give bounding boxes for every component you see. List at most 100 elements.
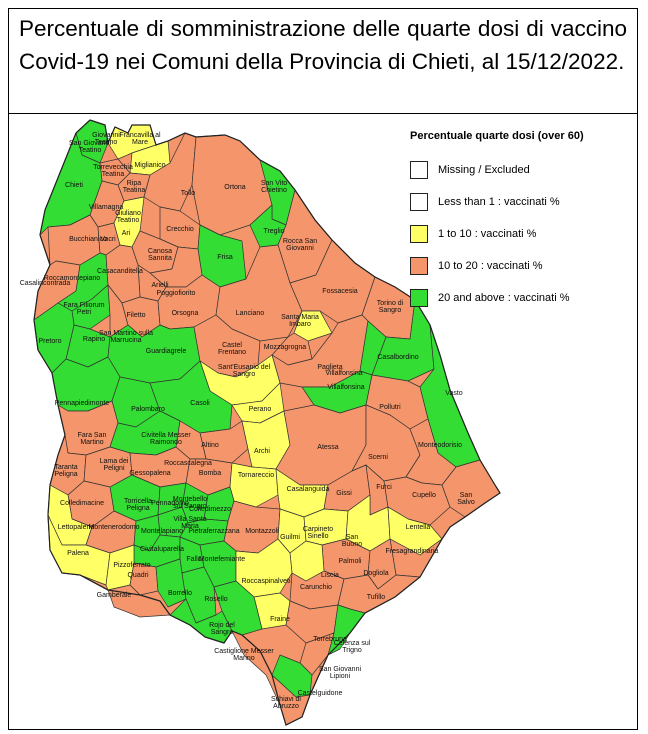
map-label-sangro: Sangro (379, 307, 402, 314)
map-label-rojo-del: Rojo del (209, 622, 235, 629)
map-label-bucchianico: Bucchianico (69, 236, 107, 243)
map-label-sangro: Sangro (211, 629, 234, 636)
map-label-cupello: Cupello (412, 492, 436, 499)
map-label-colledimezzo: Colledimezzo (189, 506, 231, 513)
map-label-lama-dei: Lama dei (100, 458, 129, 465)
map-label-guardiagrele: Guardiagrele (146, 348, 187, 355)
legend-label-less-than-1: Less than 1 : vaccinati % (438, 196, 560, 208)
map-label-villa-santa: Villa Santa (173, 516, 206, 523)
map-label-raimondo: Raimondo (150, 439, 182, 446)
legend-label-missing: Missing / Excluded (438, 164, 530, 176)
map-label-pollutri: Pollutri (379, 404, 401, 411)
map-label-orsogna: Orsogna (172, 310, 199, 317)
map-label-chieti: Chieti (65, 182, 83, 189)
map-label-castelguidone: Castelguidone (298, 690, 343, 697)
map-label-altino: Altino (201, 442, 219, 449)
map-label-san: San (346, 534, 359, 541)
map-label-sinello: Sinello (307, 533, 328, 540)
legend-swatch-20-and-above (410, 289, 428, 307)
legend-label-10-to-20: 10 to 20 : vaccinati % (438, 260, 543, 272)
map-label-frisa: Frisa (217, 254, 233, 261)
map-label-ari: Ari (122, 230, 131, 237)
map-label-lentella: Lentella (406, 524, 431, 531)
legend-label-20-and-above: 20 and above : vaccinati % (438, 292, 570, 304)
map-label-giovanni: Giovanni (92, 132, 120, 139)
map-label-torrevecchia: Torrevecchia (93, 164, 133, 171)
map-label-taranta: Taranta (54, 464, 77, 471)
map-label-san-giovanni: San Giovanni (319, 666, 361, 673)
map-label-tufillo: Tufillo (367, 594, 386, 601)
map-label-casalbordino: Casalbordino (377, 354, 418, 361)
map-label-palena: Palena (67, 550, 89, 557)
map-label-roccamontepiano: Roccamontepiano (44, 275, 101, 282)
map-label-peligna: Peligna (54, 471, 77, 478)
map-label-fara-san: Fara San (78, 432, 107, 439)
legend-swatch-less-than-1 (410, 193, 428, 211)
map-label-mare: Mare (132, 139, 148, 146)
map-label-pennadomo: Pennadomo (151, 500, 189, 507)
map-label-fraine: Fraine (270, 616, 290, 623)
map-label-montazzoli: Montazzoli (245, 528, 279, 535)
map-label-montefemiante: Montefemiante (199, 556, 245, 563)
map-label-giuliano: Giuliano (115, 210, 141, 217)
map-label-rocca-san: Rocca San (283, 238, 317, 245)
figure-title: Percentuale di somministrazione delle qu… (9, 9, 637, 114)
map-label-tollo: Tollo (181, 190, 196, 197)
map-label-pretoro: Pretoro (39, 338, 62, 345)
map-label-villalfonsina: Villalfonsina (325, 370, 362, 377)
map-label-pizzoferrato: Pizzoferrato (113, 562, 150, 569)
map-label-fossacesia: Fossacesia (322, 288, 358, 295)
map-label-trigno: Trigno (342, 647, 362, 654)
map-label-bomba: Bomba (199, 470, 221, 477)
legend-label-1-to-10: 1 to 10 : vaccinati % (438, 228, 537, 240)
map-label-giovanni: Giovanni (286, 245, 314, 252)
map-label-san-giovanni: San Giovanni (69, 140, 111, 147)
legend-swatch-10-to-20 (410, 257, 428, 275)
map-label-monteodorisio: Monteodorisio (418, 442, 462, 449)
map-label-torricella: Torricella (124, 498, 152, 505)
map-label-atessa: Atessa (317, 444, 339, 451)
map-label-archi: Archi (254, 448, 270, 455)
map-label-vasto: Vasto (445, 390, 462, 397)
map-label-carunchio: Carunchio (300, 584, 332, 591)
map-label-roccascalegna: Roccascalegna (164, 460, 212, 467)
map-label-gamberale: Gamberale (97, 592, 132, 599)
title-text: Percentuale di somministrazione delle qu… (19, 16, 627, 74)
map-label-lanciano: Lanciano (236, 310, 265, 317)
map-label-crecchio: Crecchio (166, 226, 194, 233)
map-label-treglio: Treglio (263, 228, 284, 235)
map-label-borrello: Borrello (168, 590, 192, 597)
map-label-casoli: Casoli (190, 400, 210, 407)
map-label-guilmi: Guilmi (280, 534, 300, 541)
map-label-fresagrandinaria: Fresagrandinaria (386, 548, 439, 555)
map-label-rosello: Rosello (204, 596, 227, 603)
legend-item-less-than-1: Less than 1 : vaccinati % (410, 186, 630, 218)
map-label-castel: Castel (222, 342, 242, 349)
map-label-villalfonsina: Villalfonsina (327, 384, 364, 391)
map-label-quadri: Quadri (127, 572, 148, 579)
map-label-miglianico: Miglianico (134, 162, 165, 169)
map-label-torrebruna: Torrebruna (313, 636, 347, 643)
legend-item-missing: Missing / Excluded (410, 154, 630, 186)
map-label-perano: Perano (249, 406, 272, 413)
map-label-martino: Martino (80, 439, 103, 446)
map-label-san-martino-sulla: San Martino sulla (99, 330, 153, 337)
municipality-santa-maria-imbaro (293, 310, 333, 342)
map-label-rapino: Rapino (83, 336, 105, 343)
map-label-paglieta: Paglieta (317, 364, 342, 371)
map-label-poggiofiorito: Poggiofiorito (157, 290, 196, 297)
choropleth-map: San GiovanniTeatinoGiovanniTeatinoFranca… (20, 119, 501, 726)
map-label-teatina: Teatina (123, 187, 146, 194)
map-label-casalincontrada: Casalincontrada (20, 280, 71, 287)
map-label-pennapiedimonte: Pennapiedimonte (55, 400, 110, 407)
map-label-montebello: Montebello (173, 496, 207, 503)
map-label-montelapiano: Montelapiano (141, 528, 183, 535)
map-label-sannita: Sannita (148, 255, 172, 262)
map-label-civitella-messer: Civitella Messer (141, 432, 191, 439)
map-label-maria: Maria (181, 523, 199, 530)
map-label-chietino: Chietino (261, 187, 287, 194)
map-label-montenerodomo: Montenerodomo (89, 524, 140, 531)
map-label-ortona: Ortona (224, 184, 246, 191)
map-label-colledimacine: Colledimacine (60, 500, 104, 507)
